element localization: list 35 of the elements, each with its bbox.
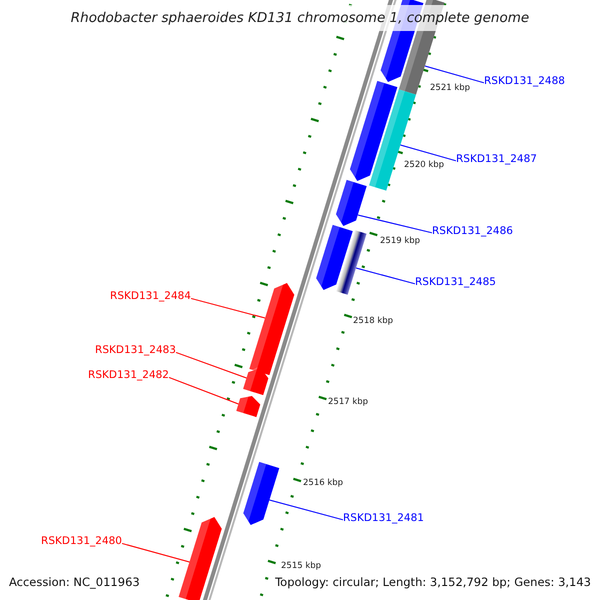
- scale-label: 2518 kbp: [353, 316, 394, 326]
- gene-feature: [236, 395, 260, 418]
- leader-line: [355, 268, 416, 284]
- leader-line: [424, 66, 484, 84]
- leader-line: [268, 500, 344, 520]
- leader-line: [357, 214, 432, 234]
- gene-label: RSKD131_2482: [88, 369, 169, 382]
- scale-label: 2515 kbp: [281, 561, 322, 571]
- gene-feature: [243, 367, 268, 396]
- gene-feature: [336, 180, 367, 226]
- leader-line: [168, 376, 239, 404]
- gene-label: RSKD131_2487: [456, 153, 537, 166]
- leader-line: [400, 144, 456, 162]
- accession-text: Accession: NC_011963: [9, 574, 140, 590]
- scale-label: 2521 kbp: [430, 83, 470, 93]
- gene-feature: [178, 516, 222, 600]
- gene-label: RSKD131_2488: [484, 75, 565, 88]
- leader-line: [176, 352, 247, 378]
- gene-feature: [249, 282, 294, 376]
- gene-label: RSKD131_2484: [110, 290, 191, 303]
- scale-label: 2520 kbp: [404, 160, 444, 170]
- scale-label: 2517 kbp: [328, 397, 368, 407]
- genome-info-text: Topology: circular; Length: 3,152,792 bp; Genes: 3,143: [275, 574, 591, 590]
- scale-label: 2516 kbp: [303, 478, 344, 488]
- gene-label: RSKD131_2486: [432, 225, 513, 238]
- leader-line: [190, 298, 266, 318]
- gene-label: RSKD131_2481: [343, 512, 424, 525]
- gene-label: RSKD131_2480: [41, 535, 122, 548]
- gene-feature: [243, 462, 280, 525]
- scale-label: 2519 kbp: [380, 236, 420, 246]
- gene-feature: [336, 230, 367, 295]
- gene-feature: [350, 80, 398, 181]
- gene-label: RSKD131_2485: [415, 276, 496, 289]
- gene-label: RSKD131_2483: [95, 344, 176, 357]
- gene-feature: [316, 224, 353, 290]
